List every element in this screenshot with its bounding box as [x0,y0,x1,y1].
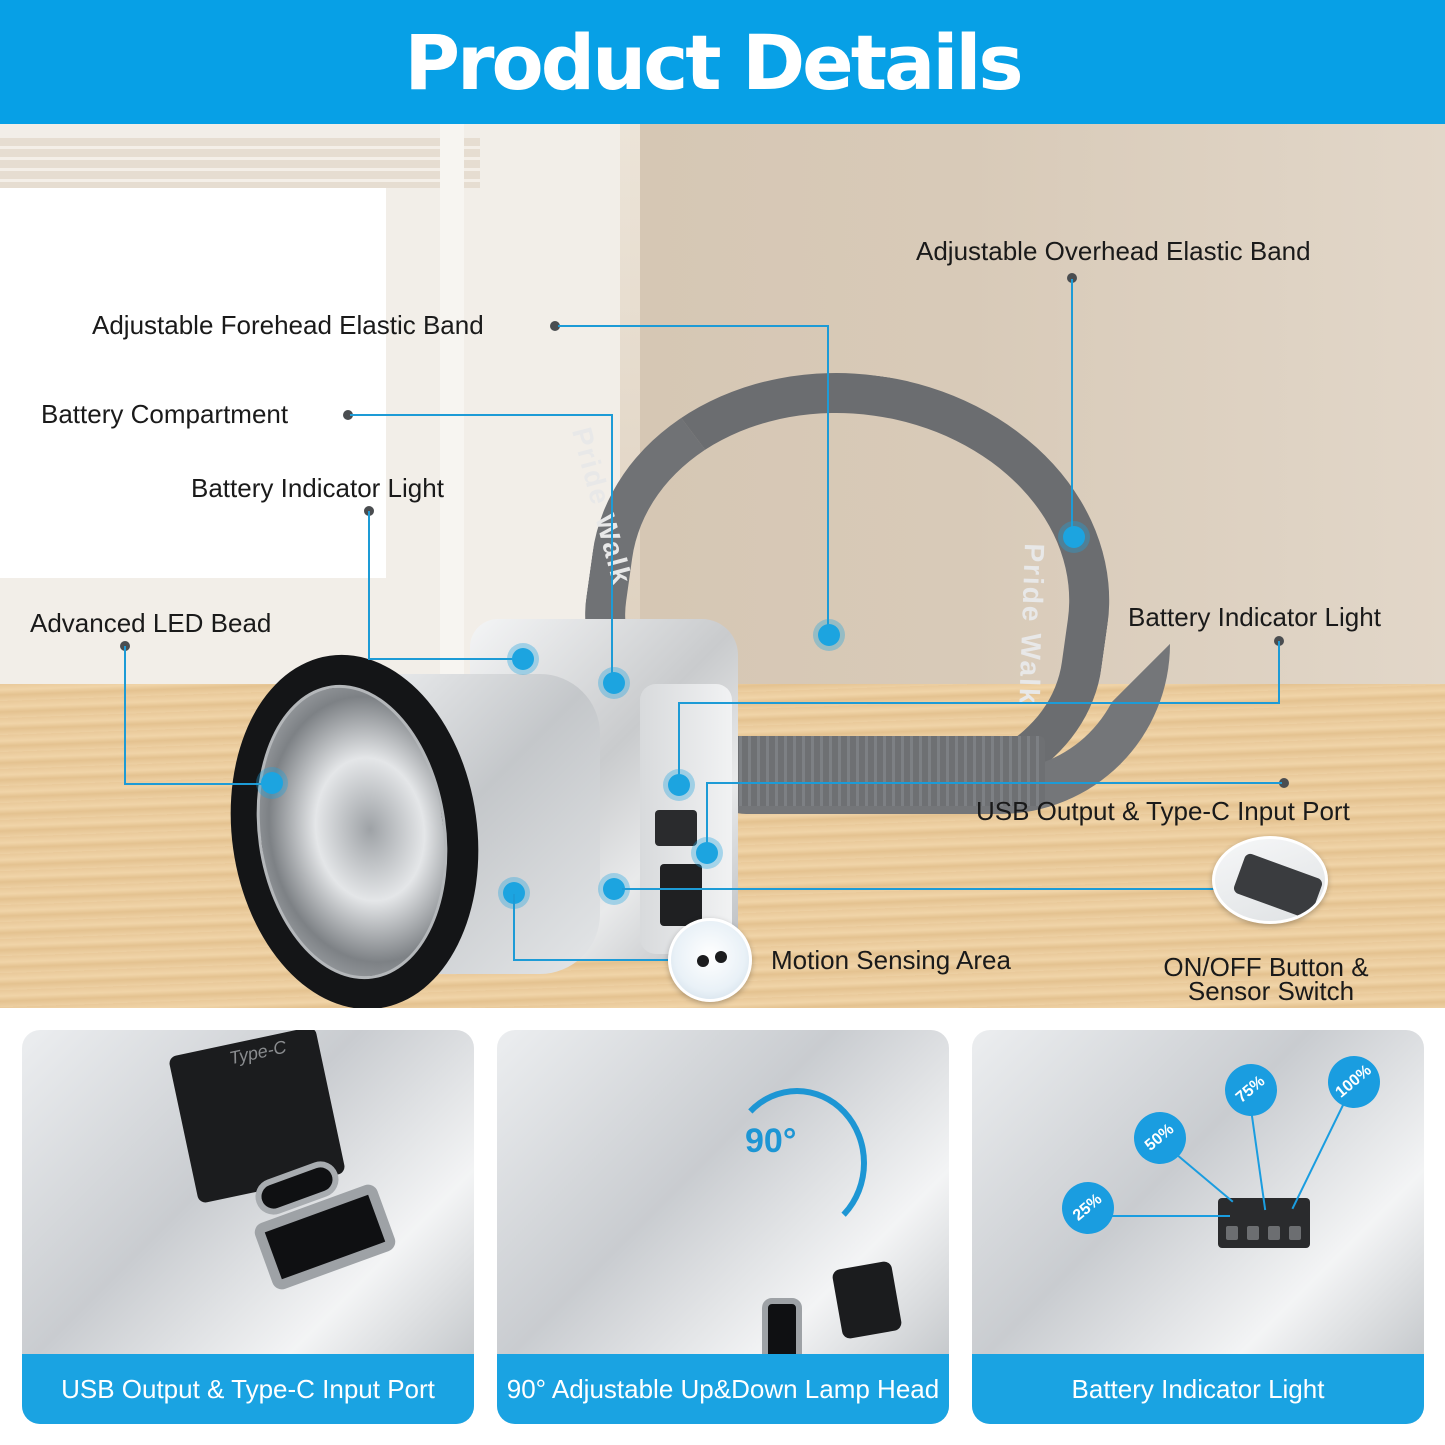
window-blinds [0,138,480,188]
card-caption-battery: Battery Indicator Light [972,1354,1424,1424]
callout-battery-indicator-right: Battery Indicator Light [1128,602,1381,632]
hotspot-overhead-band [1063,526,1085,548]
hotspot-led-bead [261,772,283,794]
callout-dot [1067,273,1077,283]
card-caption-angle: 90° Adjustable Up&Down Lamp Head [497,1354,949,1424]
header-banner: Product Details [0,0,1445,124]
callout-line [124,783,264,785]
card-caption-usb: USB Output & Type-C Input Port [22,1354,474,1424]
callout-line [513,959,671,961]
callout-line [558,325,828,327]
callout-battery-indicator-left: Battery Indicator Light [191,473,444,503]
hero-product-image: Pride Walk Pride Walk Adjustable Overhea… [0,124,1445,1008]
callout-line [678,702,1280,704]
hotspot-forehead-band [818,624,840,646]
rotation-arrow-icon [727,1088,867,1238]
callout-led-bead: Advanced LED Bead [30,608,272,638]
callout-line [678,702,680,778]
led-cell-100 [1289,1226,1301,1240]
callout-line [124,646,126,784]
callout-onoff-switch-line1: ON/OFF Button & [1163,952,1369,982]
inset-motion-sensor [668,918,752,1002]
callout-line [368,658,513,660]
angle-label: 90° [745,1122,797,1160]
callout-dot [1279,778,1289,788]
callout-line [706,782,708,852]
hotspot-motion-sensing [503,882,525,904]
page-title: Product Details [404,17,1023,107]
callout-line [622,888,1214,890]
hotspot-battery-indicator-left [512,648,534,670]
callout-line [350,414,612,416]
forehead-strap [715,736,1045,806]
callout-overhead-band: Adjustable Overhead Elastic Band [916,236,1311,266]
callout-dot [550,321,560,331]
feature-card-usb: Type-C USB Output & Type-C Input Port [22,1030,474,1424]
callout-battery-compartment: Battery Compartment [41,399,289,429]
sensor-eye-icon [715,951,727,963]
callout-usb-port: USB Output & Type-C Input Port [976,796,1350,826]
indicator-line [1112,1215,1230,1217]
hotspot-battery-indicator-right [668,774,690,796]
type-c-label: Type-C [227,1036,289,1069]
callout-motion-sensing: Motion Sensing Area [771,945,1011,975]
callout-line [1278,641,1280,703]
hotspot-usb-port [696,842,718,864]
callout-line [368,511,370,659]
callout-line [611,414,613,682]
callout-line [513,894,515,960]
inset-onoff-switch [1212,836,1328,924]
window-pane [0,188,386,578]
led-cell-25 [1226,1226,1238,1240]
callout-line [706,782,1282,784]
callout-line [827,325,829,631]
callout-dot [343,410,353,420]
window-post [440,124,464,694]
background-window [0,124,620,694]
led-cell-75 [1268,1226,1280,1240]
callout-line [1071,279,1073,533]
callout-onoff-switch-line2: Sensor Switch [1187,976,1355,1006]
strap-brand-text-2: Pride Walk [1013,542,1050,707]
sensor-eye-icon [697,955,709,967]
feature-card-angle: 90° 90° Adjustable Up&Down Lamp Head [497,1030,949,1424]
power-button-icon [1232,852,1324,920]
led-cell-50 [1247,1226,1259,1240]
background-wall [640,124,1445,694]
hotspot-onoff-switch [603,878,625,900]
port-cover [660,864,702,926]
port-rubber-cap [831,1260,903,1340]
callout-forehead-band: Adjustable Forehead Elastic Band [92,310,484,340]
hotspot-battery-compartment [603,672,625,694]
battery-led-strip [655,810,697,846]
